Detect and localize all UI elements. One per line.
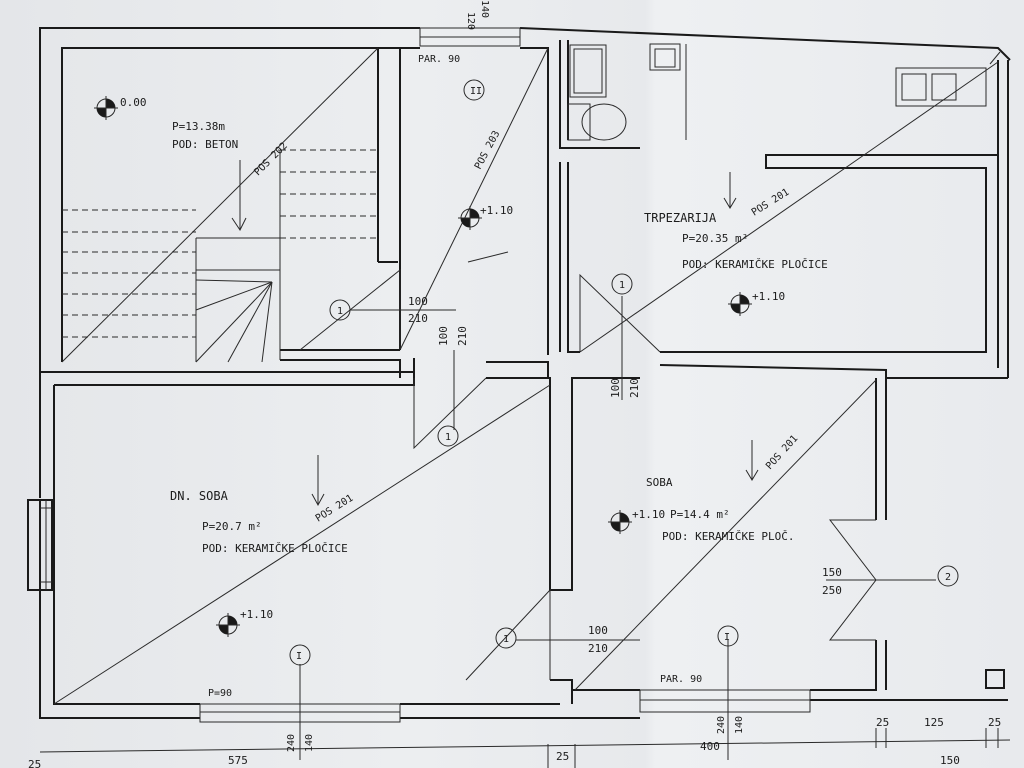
door6-height: 250 — [822, 584, 842, 597]
dim-400: 400 — [700, 740, 720, 753]
dim-25b: 25 — [876, 716, 889, 729]
elevation-marker-hall — [458, 206, 482, 230]
dimension-line — [39, 728, 1011, 768]
door-swings — [299, 268, 936, 760]
dim-125: 125 — [924, 716, 944, 729]
elevation-markers — [94, 96, 752, 637]
living-name: DN. SOBA — [170, 489, 229, 503]
door4-mark: 1 — [445, 432, 451, 443]
window-left-h1: 240 — [286, 734, 297, 752]
hall-section-mark: II — [470, 86, 482, 97]
door2-height: 210 — [456, 326, 469, 346]
stairs-elevation: 0.00 — [120, 96, 147, 109]
living-elevation: +1.10 — [240, 608, 273, 621]
window-left-h2: 140 — [304, 734, 315, 752]
slab-diagonals — [53, 47, 999, 705]
door3-mark: 1 — [619, 280, 625, 291]
door3-width: 100 — [609, 378, 622, 398]
room-floor: POD: KERAMIČKE PLOČ. — [662, 530, 794, 543]
window-right-h1: 240 — [716, 716, 727, 734]
room-pos: POS 201 — [764, 433, 800, 472]
door5-mark: 1 — [503, 634, 509, 645]
hall-window-h1: 120 — [465, 12, 476, 30]
door1-mark: 1 — [337, 306, 343, 317]
window-left-label: P=90 — [208, 688, 232, 699]
door3-height: 210 — [628, 378, 641, 398]
hall-window-h2: 140 — [479, 0, 490, 18]
living-floor: POD: KERAMIČKE PLOČICE — [202, 542, 348, 555]
dining-pos: POS 201 — [750, 187, 792, 219]
room-area: P=14.4 m² — [670, 508, 730, 521]
elevation-marker-dining — [728, 292, 752, 316]
door2-width: 100 — [437, 326, 450, 346]
hall-door-label: PAR. 90 — [418, 54, 460, 65]
room-name: SOBA — [646, 476, 673, 489]
hall-elevation: +1.10 — [480, 204, 513, 217]
stairs-area: P=13.38m — [172, 120, 225, 133]
section-marks — [289, 79, 959, 666]
elevation-marker-room — [608, 510, 632, 534]
window-right-label: PAR. 90 — [660, 674, 702, 685]
hall-window — [419, 27, 521, 47]
dim-575: 575 — [228, 754, 248, 767]
dining-area: P=20.35 m² — [682, 232, 748, 245]
dining-name: TRPEZARIJA — [644, 211, 717, 225]
stairs-floor: POD: BETON — [172, 138, 238, 151]
door6-width: 150 — [822, 566, 842, 579]
window-right-mark: I — [724, 632, 730, 643]
elevation-marker-living — [216, 613, 240, 637]
living-area: P=20.7 m² — [202, 520, 262, 533]
living-pos: POS 201 — [314, 493, 356, 525]
dim-25c: 25 — [988, 716, 1001, 729]
dim-25a: 25 — [556, 750, 569, 763]
door6-mark: 2 — [945, 572, 951, 583]
door5-width: 100 — [588, 624, 608, 637]
dining-floor: POD: KERAMIČKE PLOČICE — [682, 258, 828, 271]
door1-height: 210 — [408, 312, 428, 325]
bathroom-fixtures — [567, 43, 1001, 141]
window-right-h2: 140 — [734, 716, 745, 734]
window-left-mark: I — [296, 651, 302, 662]
dim-150: 150 — [940, 754, 960, 767]
bottom-windows — [199, 689, 811, 723]
dining-elevation: +1.10 — [752, 290, 785, 303]
door1-width: 100 — [408, 295, 428, 308]
room-elevation: +1.10 — [632, 508, 665, 521]
staircase — [62, 149, 378, 363]
dim-25d: 25 — [28, 758, 41, 768]
door5-height: 210 — [588, 642, 608, 655]
elevation-marker-stairs — [94, 96, 118, 120]
